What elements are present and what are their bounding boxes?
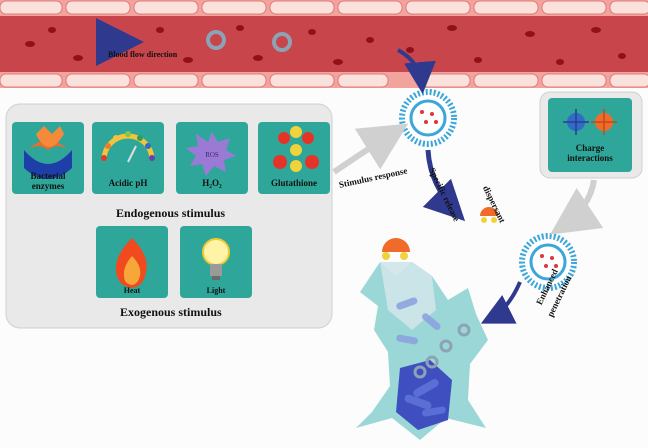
tile-h2o2: [176, 122, 248, 194]
tile-heat: [96, 226, 168, 298]
tile-acidic-ph: [92, 122, 164, 194]
tile-glutathione: [258, 122, 330, 194]
bacterial-enzymes-label: Bacterial enzymes: [12, 171, 84, 191]
positive-charge-particle: [591, 109, 617, 135]
blood-vessel: [0, 0, 648, 88]
released-payload-small: [480, 207, 498, 223]
acidic-ph-label: Acidic pH: [108, 178, 148, 188]
negative-charge-particle: [563, 109, 589, 135]
arrow-extravasation: [396, 48, 436, 94]
light-label: Light: [206, 286, 226, 295]
released-payload-large: [382, 238, 410, 260]
circulating-nanoparticles: [206, 30, 292, 52]
exogenous-title: Exogenous stimulus: [120, 305, 222, 319]
bacterial-enzymes-line2: enzymes: [31, 181, 65, 191]
charge-panel: [539, 91, 643, 179]
ros-badge: ROS: [205, 151, 219, 159]
endogenous-title: Endogenous stimulus: [116, 206, 226, 220]
glutathione-label: Glutathione: [270, 178, 317, 188]
charge-line1: Charge: [575, 143, 605, 153]
charge-line2: interactions: [567, 153, 613, 163]
tile-light: [180, 226, 252, 298]
vessel-top-wall: [0, 0, 648, 15]
heat-label: Heat: [123, 286, 141, 295]
nanoparticle-top: [399, 89, 457, 147]
tile-bacterial-enzymes: [12, 122, 84, 194]
nanoparticle-right: [519, 233, 577, 291]
bacterial-enzymes-line1: Bacterial: [30, 171, 66, 181]
red-blood-cells: [25, 25, 626, 65]
blood-flow-label: Blood flow direction: [108, 50, 178, 59]
charge-interactions-label: Charge interactions: [548, 143, 632, 163]
arrow-charge-to-particle: [550, 179, 604, 235]
biofilm-tissue: [356, 262, 488, 440]
arrow-enhanced-penetration: [480, 281, 522, 324]
vessel-bottom-wall: [0, 73, 648, 88]
arrow-specific-release: [422, 149, 466, 222]
h2o2-label: H₂O₂: [202, 178, 222, 188]
arrow-stimulus-response: [332, 123, 409, 175]
